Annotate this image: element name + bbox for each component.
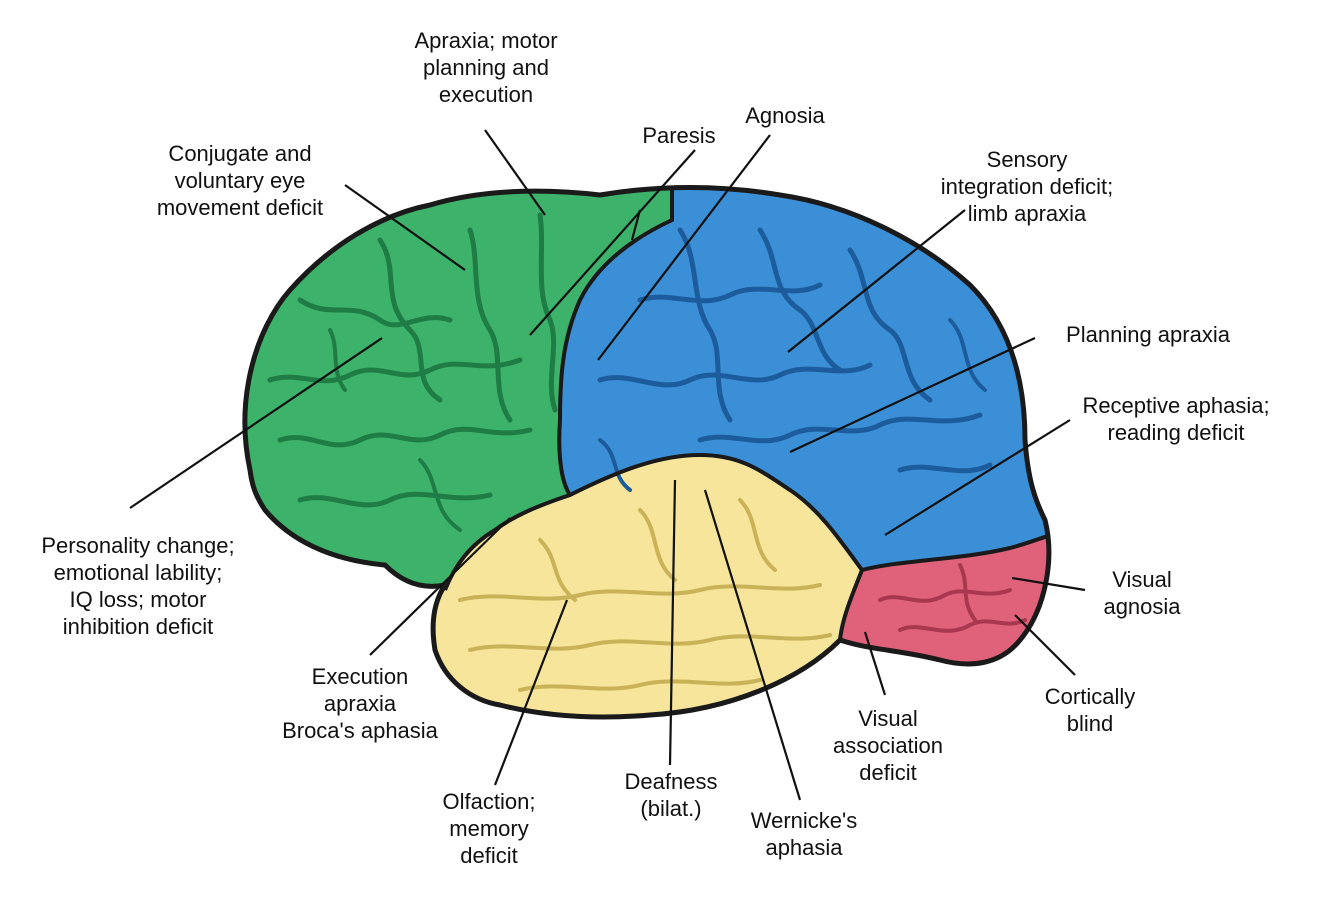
occipital-border bbox=[838, 518, 1049, 641]
label-wernickes: Wernicke's aphasia bbox=[750, 808, 858, 860]
label-deafness: Deafness (bilat.) bbox=[624, 769, 718, 821]
leader-visual-association bbox=[863, 631, 887, 696]
leader-planning-apraxia bbox=[789, 337, 1036, 453]
leader-agnosia bbox=[597, 134, 771, 361]
label-olfaction-memory: Olfaction; memory deficit bbox=[442, 789, 536, 868]
leader-execution-apraxia bbox=[369, 517, 511, 656]
leader-sensory-integration bbox=[787, 209, 966, 353]
leader-wernickes bbox=[703, 489, 802, 801]
label-agnosia: Agnosia bbox=[745, 103, 825, 128]
frontal-gyri bbox=[267, 212, 558, 532]
label-receptive-aphasia: Receptive aphasia; reading deficit bbox=[1082, 393, 1270, 445]
label-planning-apraxia: Planning apraxia bbox=[1066, 322, 1230, 347]
leader-paresis-ticks bbox=[630, 209, 642, 241]
leader-lines bbox=[129, 129, 1086, 801]
label-visual-agnosia: Visual agnosia bbox=[1103, 567, 1181, 619]
label-conjugate-eye: Conjugate and voluntary eye movement def… bbox=[156, 141, 324, 220]
occipital-gyri bbox=[878, 563, 1027, 633]
central-sulcus-border bbox=[557, 187, 674, 497]
label-apraxia-motor: Apraxia; motor planning and execution bbox=[414, 28, 558, 107]
label-personality-change: Personality change; emotional lability; … bbox=[41, 533, 235, 639]
leader-deafness bbox=[668, 479, 677, 766]
parietal-gyri bbox=[597, 227, 993, 492]
label-visual-association: Visual association deficit bbox=[832, 706, 944, 785]
label-sensory-integration: Sensory integration deficit; limb apraxi… bbox=[940, 147, 1114, 226]
label-execution-apraxia: Execution apraxia Broca's aphasia bbox=[282, 664, 438, 743]
leader-conjugate-eye bbox=[344, 184, 466, 271]
brain-outline-stroke bbox=[242, 185, 1052, 720]
leader-paresis bbox=[529, 149, 696, 336]
label-paresis: Paresis bbox=[642, 123, 716, 148]
leader-cortically-blind bbox=[1014, 614, 1076, 676]
sylvian-fissure-border bbox=[443, 452, 864, 591]
temporal-gyri bbox=[458, 498, 832, 692]
leader-receptive-aphasia bbox=[884, 419, 1071, 536]
leader-personality-change bbox=[129, 337, 383, 509]
leader-apraxia-motor bbox=[484, 129, 546, 216]
leader-visual-agnosia bbox=[1011, 576, 1086, 592]
label-cortically-blind: Cortically blind bbox=[1044, 684, 1136, 736]
leader-olfaction-memory bbox=[493, 599, 569, 786]
